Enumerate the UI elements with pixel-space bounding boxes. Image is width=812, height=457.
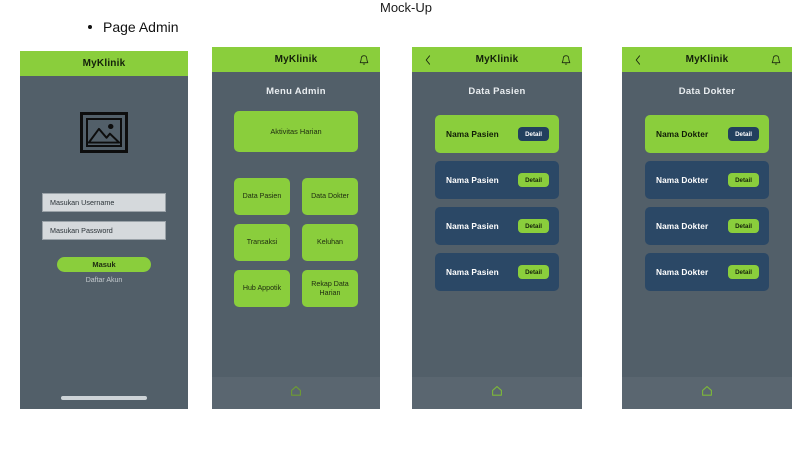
home-icon[interactable]: [491, 384, 503, 402]
home-indicator-wrap: [20, 396, 188, 400]
password-input[interactable]: Masukan Password: [42, 221, 166, 240]
appbar-title: MyKlinik: [82, 58, 126, 69]
doctor-list: Nama Dokter Detail Nama Dokter Detail Na…: [645, 115, 769, 291]
page-title: Mock-Up: [379, 0, 432, 15]
bullet-dot-icon: [88, 25, 92, 29]
list-item[interactable]: Nama Pasien Detail: [435, 253, 559, 291]
menu-button-aktivitas-harian[interactable]: Aktivitas Harian: [234, 111, 358, 152]
list-item-label: Nama Pasien: [446, 221, 499, 231]
chevron-left-icon[interactable]: [423, 54, 433, 65]
bottom-nav-bar: [212, 377, 380, 409]
menu-tile-data-pasien[interactable]: Data Pasien: [234, 178, 290, 215]
login-fields: Masukan Username Masukan Password: [42, 193, 166, 240]
detail-button[interactable]: Detail: [518, 127, 549, 141]
appbar-data-dokter: MyKlinik: [622, 47, 792, 72]
list-item-label: Nama Dokter: [656, 175, 709, 185]
menu-tile-keluhan[interactable]: Keluhan: [302, 224, 358, 261]
detail-button[interactable]: Detail: [728, 173, 759, 187]
list-item[interactable]: Nama Pasien Detail: [435, 115, 559, 153]
username-input[interactable]: Masukan Username: [42, 193, 166, 212]
home-icon[interactable]: [290, 384, 302, 402]
bell-icon[interactable]: [770, 54, 781, 65]
chevron-left-icon[interactable]: [633, 54, 643, 65]
menu-tile-hub-appotik[interactable]: Hub Appotik: [234, 270, 290, 307]
section-label: Page Admin: [103, 19, 179, 35]
screen-heading: Data Dokter: [678, 86, 736, 97]
section-bullet-item: Page Admin: [88, 19, 179, 35]
list-item-label: Nama Dokter: [656, 221, 709, 231]
screen-heading: Menu Admin: [266, 86, 326, 97]
list-item-label: Nama Dokter: [656, 267, 709, 277]
menu-grid: Data Pasien Data Dokter Transaksi Keluha…: [234, 178, 358, 307]
image-placeholder-icon: [80, 112, 128, 153]
patient-list: Nama Pasien Detail Nama Pasien Detail Na…: [435, 115, 559, 291]
data-dokter-screen-body: Data Dokter Nama Dokter Detail Nama Dokt…: [622, 72, 792, 409]
home-icon[interactable]: [701, 384, 713, 402]
data-pasien-screen-body: Data Pasien Nama Pasien Detail Nama Pasi…: [412, 72, 582, 409]
register-link[interactable]: Daftar Akun: [85, 277, 123, 284]
detail-button[interactable]: Detail: [728, 127, 759, 141]
detail-button[interactable]: Detail: [728, 265, 759, 279]
list-item-label: Nama Dokter: [656, 129, 709, 139]
screen-heading: Data Pasien: [468, 86, 526, 97]
appbar-title: MyKlinik: [685, 54, 729, 65]
list-item-label: Nama Pasien: [446, 175, 499, 185]
menu-tile-rekap-data-harian[interactable]: Rekap Data Harian: [302, 270, 358, 307]
list-item[interactable]: Nama Pasien Detail: [435, 161, 559, 199]
detail-button[interactable]: Detail: [518, 173, 549, 187]
detail-button[interactable]: Detail: [518, 265, 549, 279]
list-item-label: Nama Pasien: [446, 267, 499, 277]
menu-tile-data-dokter[interactable]: Data Dokter: [302, 178, 358, 215]
login-submit-button[interactable]: Masuk: [57, 257, 151, 272]
phone-mockup-menu-admin: MyKlinik Menu Admin Aktivitas Harian Dat…: [212, 47, 380, 409]
list-item[interactable]: Nama Pasien Detail: [435, 207, 559, 245]
detail-button[interactable]: Detail: [728, 219, 759, 233]
login-screen-body: Masukan Username Masukan Password Masuk …: [20, 76, 188, 409]
bottom-nav-bar: [622, 377, 792, 409]
menu-wrap: Aktivitas Harian Data Pasien Data Dokter…: [234, 111, 358, 307]
bell-icon[interactable]: [358, 54, 369, 65]
list-item-label: Nama Pasien: [446, 129, 499, 139]
appbar-login: MyKlinik: [20, 51, 188, 76]
bell-icon[interactable]: [560, 54, 571, 65]
phone-mockup-data-pasien: MyKlinik Data Pasien Nama Pasien Detail …: [412, 47, 582, 409]
phone-mockup-login: MyKlinik Masukan Username Masukan Passwo…: [20, 51, 188, 409]
home-indicator: [61, 396, 147, 400]
appbar-title: MyKlinik: [475, 54, 519, 65]
appbar-data-pasien: MyKlinik: [412, 47, 582, 72]
list-item[interactable]: Nama Dokter Detail: [645, 207, 769, 245]
appbar-title: MyKlinik: [274, 54, 318, 65]
list-item[interactable]: Nama Dokter Detail: [645, 253, 769, 291]
detail-button[interactable]: Detail: [518, 219, 549, 233]
list-item[interactable]: Nama Dokter Detail: [645, 115, 769, 153]
appbar-menu-admin: MyKlinik: [212, 47, 380, 72]
bottom-nav-bar: [412, 377, 582, 409]
phone-mockup-data-dokter: MyKlinik Data Dokter Nama Dokter Detail …: [622, 47, 792, 409]
list-item[interactable]: Nama Dokter Detail: [645, 161, 769, 199]
menu-admin-screen-body: Menu Admin Aktivitas Harian Data Pasien …: [212, 72, 380, 409]
menu-tile-transaksi[interactable]: Transaksi: [234, 224, 290, 261]
